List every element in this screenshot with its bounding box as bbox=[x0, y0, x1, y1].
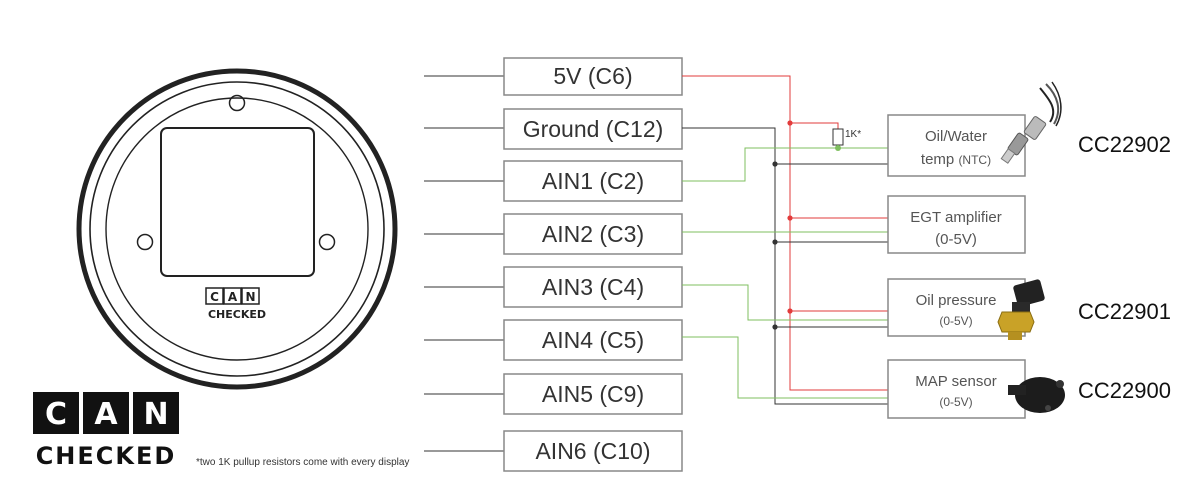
pin-box-ground bbox=[503, 108, 683, 150]
brand-logo-letter: N bbox=[143, 397, 168, 432]
ground-wires bbox=[682, 127, 888, 405]
power-junctions bbox=[787, 120, 793, 314]
sensor-box-map bbox=[887, 359, 1026, 419]
signal-wires bbox=[682, 147, 888, 399]
pullup-resistor-icon bbox=[832, 128, 844, 151]
pin-box-ain5 bbox=[503, 373, 683, 415]
sensor-sublabel: (0-5V) bbox=[939, 395, 972, 409]
brand-logo-letter: C bbox=[45, 397, 67, 432]
oil-pressure-sensor-icon bbox=[997, 279, 1045, 340]
svg-text:temp (NTC): temp (NTC) bbox=[921, 151, 991, 168]
resistor-label: 1K* bbox=[845, 129, 861, 140]
ground-junctions bbox=[772, 161, 778, 330]
pin-label-ain4: AIN4 (C5) bbox=[542, 327, 644, 353]
pin-box-ain4 bbox=[503, 319, 683, 361]
sensor-label: Oil pressure bbox=[916, 292, 997, 309]
pin-box-ain6 bbox=[503, 430, 683, 472]
pin-box-ain1 bbox=[503, 160, 683, 202]
lead-lines bbox=[424, 75, 504, 452]
gauge-display: C A N CHECKED bbox=[76, 68, 398, 390]
part-code: CC22901 bbox=[1078, 299, 1171, 324]
gauge-logo-text: CHECKED bbox=[208, 308, 266, 321]
mount-hole-icon bbox=[318, 233, 336, 251]
brand-logo-text: CHECKED bbox=[36, 442, 177, 470]
sensor-label: Oil/Water bbox=[925, 128, 987, 145]
brand-logo: C A N CHECKED bbox=[33, 392, 179, 470]
temp-sensor-icon bbox=[1000, 81, 1062, 164]
part-code: CC22900 bbox=[1078, 378, 1171, 403]
pin-box-ain3 bbox=[503, 266, 683, 308]
pin-label-ground: Ground (C12) bbox=[523, 116, 664, 142]
pin-label-5v: 5V (C6) bbox=[553, 63, 632, 89]
map-sensor-icon bbox=[1008, 377, 1065, 413]
sensor-sublabel: temp bbox=[921, 151, 954, 168]
gauge-logo-letter: A bbox=[228, 290, 238, 304]
gauge-logo-letter: N bbox=[245, 290, 255, 304]
pin-box-ain2 bbox=[503, 213, 683, 255]
power-wires bbox=[682, 75, 888, 391]
sensor-label: EGT amplifier bbox=[910, 209, 1001, 226]
brand-logo-letter: A bbox=[94, 397, 118, 432]
sensor-sublabel: (0-5V) bbox=[939, 314, 972, 328]
gauge-logo-letter: C bbox=[210, 290, 219, 304]
pin-label-ain1: AIN1 (C2) bbox=[542, 168, 644, 194]
footnote: *two 1K pullup resistors come with every… bbox=[196, 457, 409, 468]
sensor-box-oil-water-temp bbox=[887, 114, 1026, 177]
pin-label-ain2: AIN2 (C3) bbox=[542, 221, 644, 247]
mount-hole-icon bbox=[228, 94, 246, 112]
mount-hole-icon bbox=[136, 233, 154, 251]
sensor-type-label: (NTC) bbox=[958, 153, 991, 167]
pin-label-ain5: AIN5 (C9) bbox=[542, 381, 644, 407]
sensor-box-egt bbox=[887, 195, 1026, 254]
pin-label-ain3: AIN3 (C4) bbox=[542, 274, 644, 300]
part-code: CC22902 bbox=[1078, 132, 1171, 157]
sensor-sublabel: (0-5V) bbox=[935, 231, 977, 248]
sensor-label: MAP sensor bbox=[915, 373, 996, 390]
pin-label-ain6: AIN6 (C10) bbox=[535, 438, 650, 464]
gauge-logo: C A N CHECKED bbox=[205, 287, 266, 321]
